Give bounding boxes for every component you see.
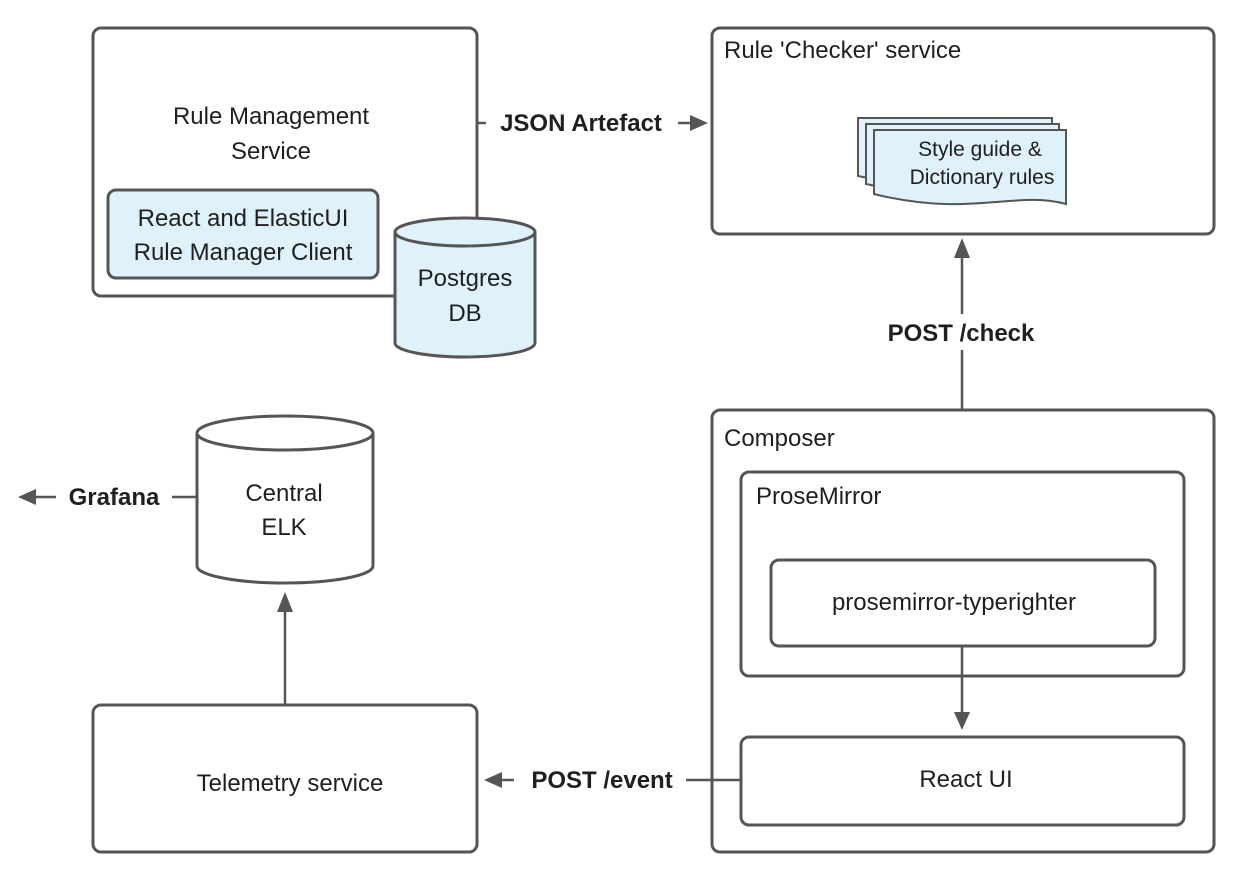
typerighter-to-react-arrowhead (954, 712, 970, 730)
central-elk: Central ELK (195, 414, 375, 585)
postgres-db: Postgres DB (393, 216, 537, 359)
prosemirror-typerighter: prosemirror-typerighter (769, 558, 1157, 648)
prosemirror-title: ProseMirror (756, 483, 881, 510)
rule-management-title-line2: Service (231, 138, 311, 165)
grafana-edge: Grafana (18, 484, 197, 511)
rule-management-title-line1: Rule Management (173, 103, 369, 130)
post-event-arrowhead (484, 772, 502, 788)
document-stack-front (873, 129, 1067, 206)
post-event-label: POST /event (531, 767, 672, 794)
telemetry-service: Telemetry service (91, 703, 479, 854)
central-elk-cylinder-body (195, 433, 375, 585)
rule-manager-client-box (106, 188, 380, 280)
style-guide-line1: Style guide & (918, 138, 1042, 161)
post-event-edge: POST /event (484, 767, 741, 794)
json-artefact-arrowhead (690, 115, 708, 131)
postgres-db-line1: Postgres (418, 265, 513, 292)
prosemirror-typerighter-label: prosemirror-typerighter (832, 589, 1076, 616)
grafana-label: Grafana (69, 484, 160, 511)
post-check-arrowhead (954, 238, 970, 258)
postgres-db-line2: DB (448, 300, 481, 327)
composer-title: Composer (724, 425, 835, 452)
react-ui-label: React UI (919, 766, 1012, 793)
style-guide-line2: Dictionary rules (910, 166, 1055, 189)
telemetry-service-label: Telemetry service (197, 770, 384, 797)
central-elk-cylinder-top (195, 414, 375, 452)
rule-manager-client-line2: Rule Manager Client (134, 239, 353, 266)
composer: Composer ProseMirror prosemirror-typerig… (710, 408, 1216, 854)
postgres-db-cylinder-body (393, 232, 537, 359)
json-artefact-label: JSON Artefact (500, 110, 662, 137)
telemetry-to-elk-edge (277, 592, 293, 705)
post-check-label-bg (872, 314, 1052, 350)
rule-management-service: Rule Management Service React and Elasti… (91, 26, 479, 298)
post-check-edge: POST /check (872, 238, 1052, 560)
rule-manager-client-line1: React and ElasticUI (138, 205, 349, 232)
react-ui: React UI (739, 735, 1186, 827)
rule-checker-title: Rule 'Checker' service (724, 37, 961, 64)
grafana-arrowhead (18, 489, 36, 505)
json-artefact-edge: JSON Artefact (477, 110, 708, 137)
telemetry-to-elk-arrowhead (277, 592, 293, 612)
post-check-label: POST /check (888, 320, 1035, 347)
central-elk-line2: ELK (261, 514, 306, 541)
postgres-db-cylinder-top (393, 216, 537, 248)
prosemirror: ProseMirror prosemirror-typerighter (739, 470, 1186, 678)
style-guide-documents: Style guide & Dictionary rules (857, 117, 1067, 206)
central-elk-line1: Central (245, 480, 322, 507)
rule-manager-client: React and ElasticUI Rule Manager Client (106, 188, 380, 280)
rule-checker-service: Rule 'Checker' service Style guide & Dic… (710, 26, 1216, 236)
